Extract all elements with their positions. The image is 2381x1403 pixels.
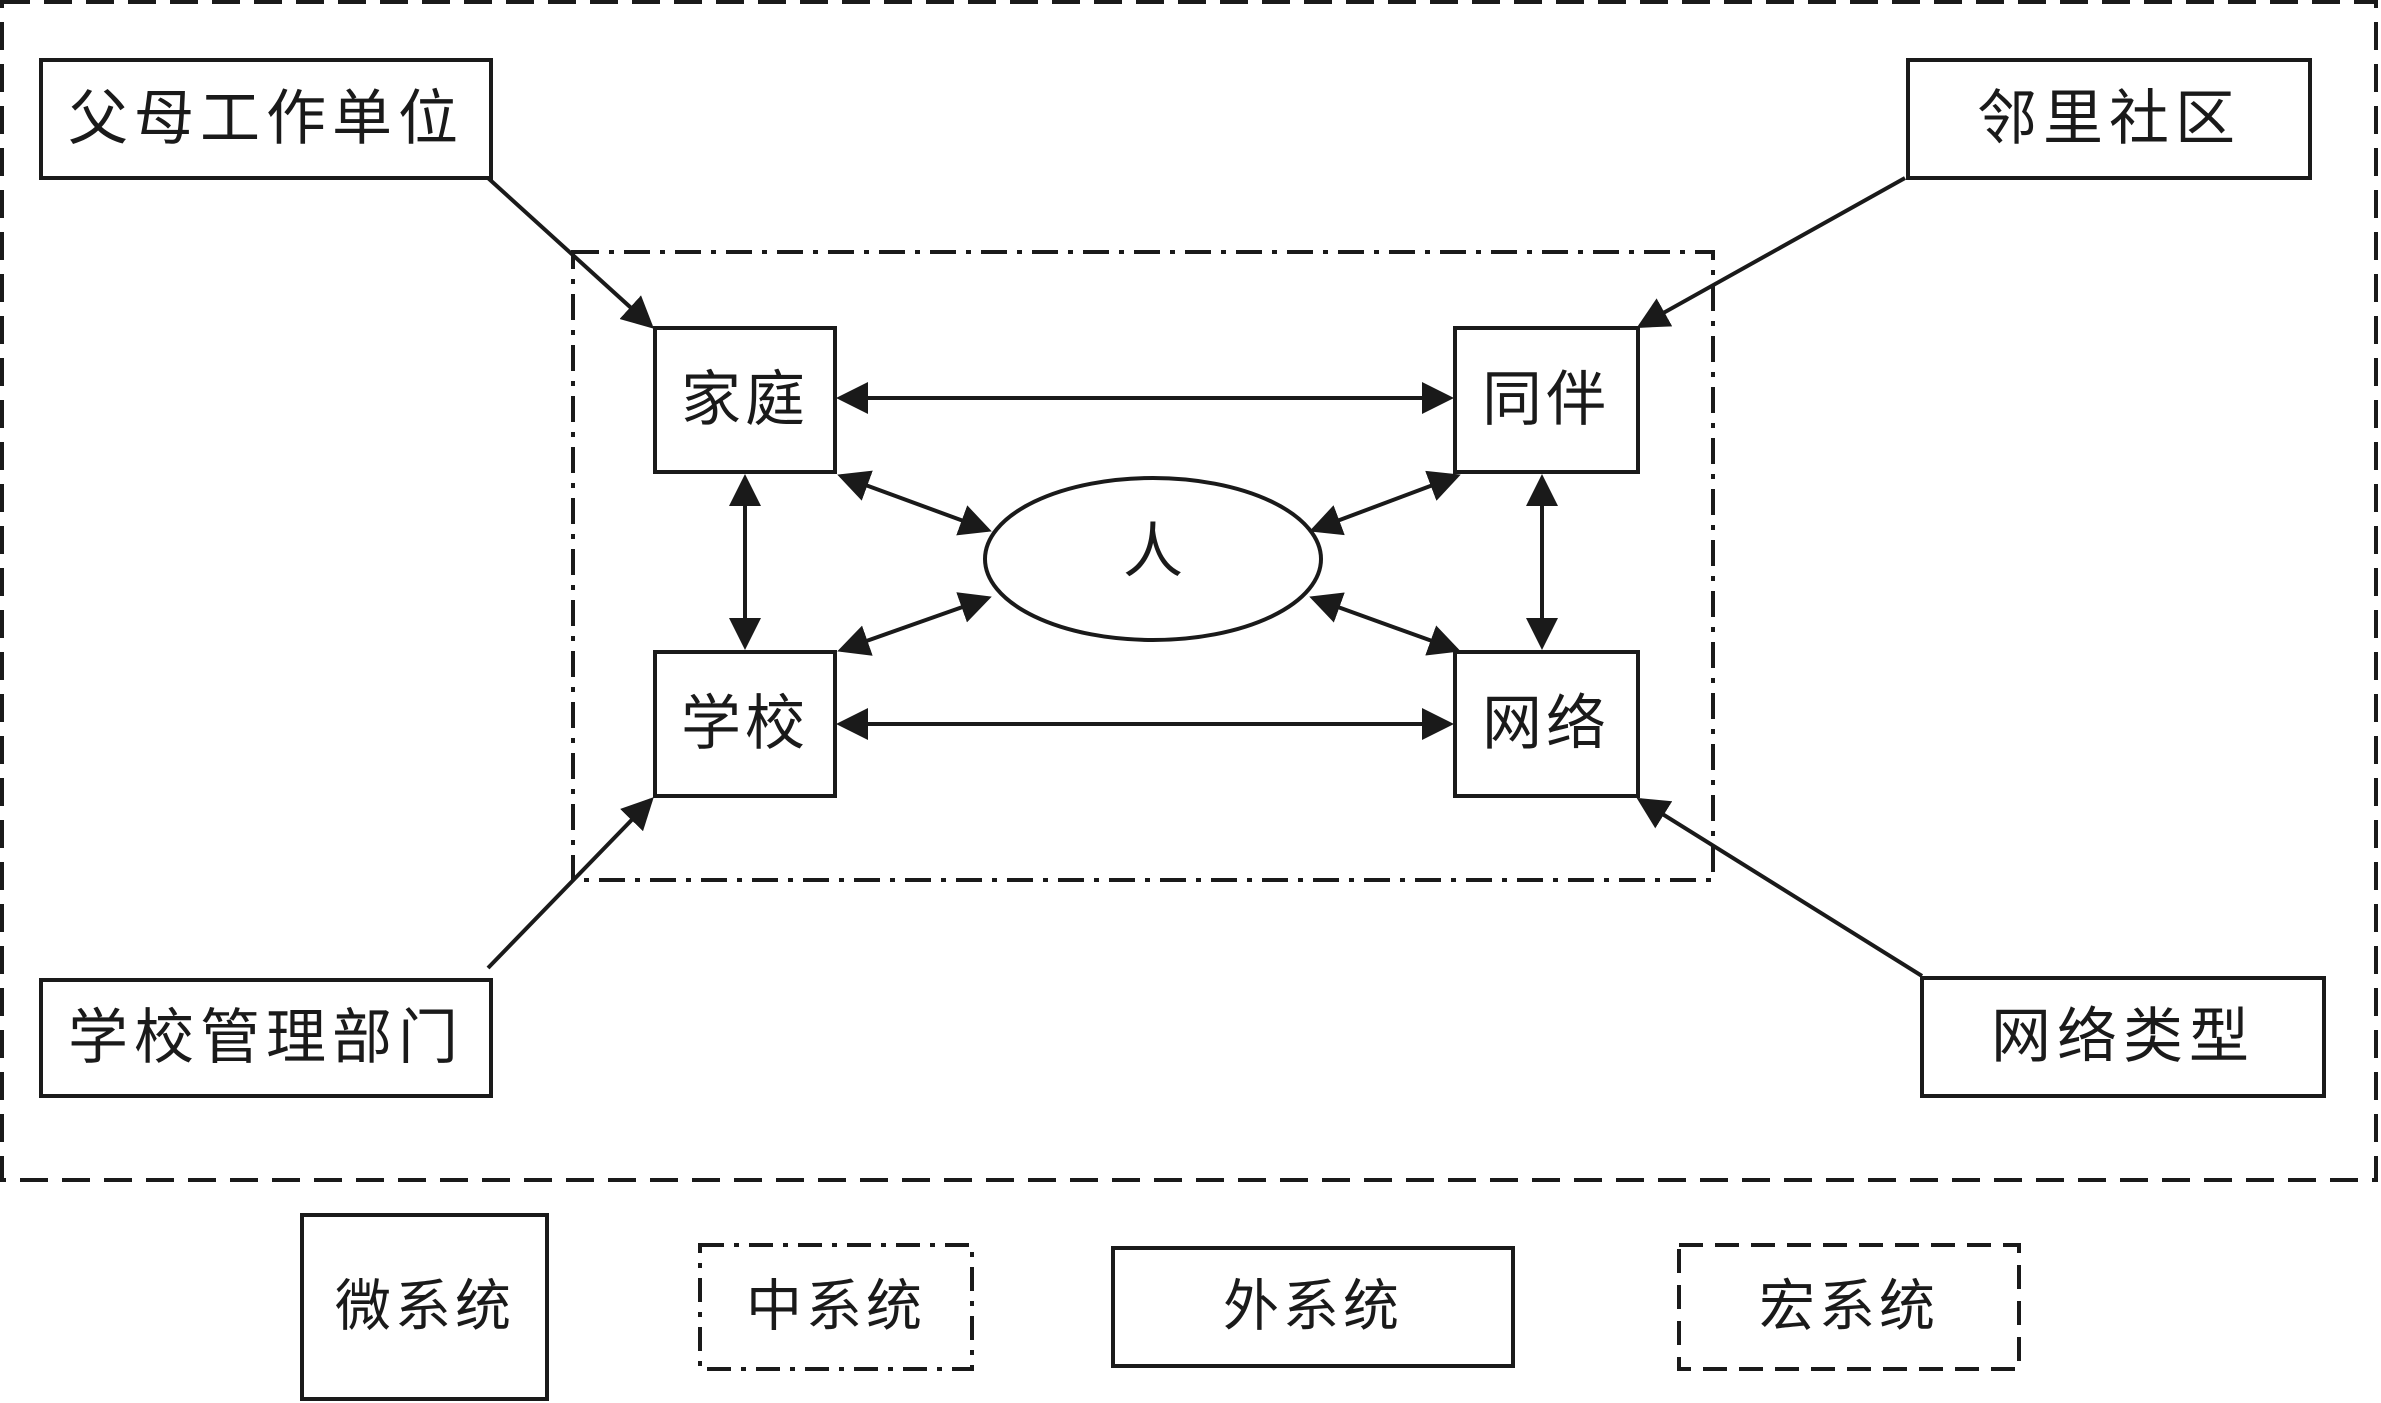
label-parent-work: 父母工作单位: [68, 84, 464, 154]
label-peers: 同伴: [1482, 365, 1610, 435]
arrow-family-person: [837, 470, 992, 536]
label-person: 人: [1123, 517, 1183, 587]
legend-item-meso: 中系统: [698, 1243, 974, 1371]
box-school-admin: 学校管理部门: [39, 978, 493, 1098]
box-parent-work: 父母工作单位: [39, 58, 493, 180]
label-school-admin: 学校管理部门: [68, 1003, 464, 1073]
arrow-school-person: [837, 592, 992, 656]
arrow-school-admin-to-school: [486, 797, 654, 970]
legend-label-exo: 外系统: [1223, 1275, 1403, 1340]
node-person: 人: [983, 476, 1323, 642]
legend-item-micro: 微系统: [300, 1213, 549, 1401]
box-family: 家庭: [653, 326, 837, 474]
label-network-type: 网络类型: [1991, 1002, 2255, 1072]
legend-label-micro: 微系统: [335, 1275, 515, 1340]
arrow-network-type-to-network: [1636, 797, 1924, 978]
label-neighborhood: 邻里社区: [1977, 84, 2241, 154]
arrow-peers-person: [1309, 470, 1461, 536]
arrow-neighborhood-to-peers: [1636, 176, 1906, 328]
macrosystem-boundary: [0, 0, 2378, 1182]
mesosystem-boundary: [571, 250, 1715, 882]
legend-label-macro: 宏系统: [1759, 1275, 1939, 1340]
label-family: 家庭: [681, 365, 809, 435]
arrow-network-person: [1309, 592, 1461, 656]
legend-item-exo: 外系统: [1111, 1246, 1515, 1368]
arrow-parent-work-to-family: [486, 176, 654, 329]
box-network: 网络: [1453, 650, 1640, 798]
box-network-type: 网络类型: [1920, 976, 2326, 1098]
label-network: 网络: [1482, 689, 1610, 759]
box-neighborhood: 邻里社区: [1906, 58, 2312, 180]
label-school: 学校: [681, 689, 809, 759]
legend: 微系统 中系统 外系统 宏系统: [300, 1213, 2021, 1401]
box-school: 学校: [653, 650, 837, 798]
legend-item-macro: 宏系统: [1677, 1243, 2021, 1371]
box-peers: 同伴: [1453, 326, 1640, 474]
legend-label-meso: 中系统: [746, 1275, 926, 1340]
